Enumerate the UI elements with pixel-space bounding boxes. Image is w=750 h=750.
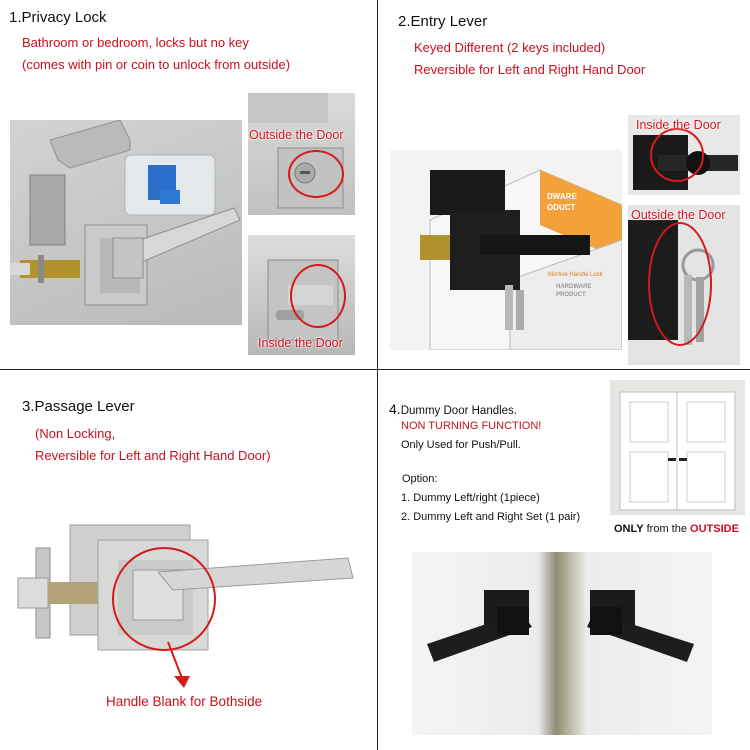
panel3-title: 3.Passage Lever [22, 398, 135, 415]
panel3-number: 3. [22, 398, 35, 415]
panel3-line2: Reversible for Left and Right Hand Door) [35, 448, 271, 463]
panel4-line1: NON TURNING FUNCTION! [401, 420, 542, 432]
entry-inside-label: Inside the Door [636, 118, 721, 132]
panel2-title: 2.Entry Lever [398, 13, 487, 30]
box-brand-2: ODUCT [547, 203, 576, 212]
option-1: 1. Dummy Left/right (1piece) [401, 492, 540, 504]
panel4-title: 4.Dummy Door Handles. [389, 401, 517, 417]
dummy-handles-photo [412, 552, 712, 735]
panel3-title-text: Passage Lever [34, 398, 135, 415]
privacy-outside-label: Outside the Door [249, 128, 344, 142]
entry-lever-photo [390, 150, 622, 350]
caption-mid: from the [643, 523, 691, 535]
panel1-line1: Bathroom or bedroom, locks but no key [22, 35, 249, 50]
box-brand-1: DWARE [547, 192, 577, 201]
box-caption: Mortise Handle Lock [548, 272, 603, 278]
privacy-lock-illustration [10, 120, 241, 306]
outside-caption: ONLY from the OUTSIDE [614, 523, 739, 535]
option-label: Option: [402, 473, 438, 485]
arrow-icon [167, 641, 190, 688]
box-brand-4: PRODUCT [556, 292, 586, 298]
entry-outside-label: Outside the Door [631, 208, 726, 222]
passage-caption: Handle Blank for Bothside [106, 694, 263, 709]
horizontal-divider [0, 369, 750, 370]
entry-outside-circle [648, 222, 712, 346]
panel4-number: 4. [389, 401, 401, 417]
double-door-illustration [610, 380, 745, 515]
panel2-line1: Keyed Different (2 keys included) [414, 40, 606, 55]
panel3-line1: (Non Locking, [35, 426, 116, 441]
panel4-title-text: Dummy Door Handles. [400, 405, 518, 417]
privacy-lock-photo [10, 120, 242, 325]
option-2: 2. Dummy Left and Right Set (1 pair) [401, 511, 581, 523]
entry-lever-illustration [420, 169, 622, 350]
caption-only: ONLY [614, 523, 644, 535]
panel1-line2: (comes with pin or coin to unlock from o… [22, 57, 291, 72]
vertical-divider [377, 0, 378, 750]
panel2-number: 2. [398, 13, 411, 30]
dummy-handles-illustration [427, 590, 694, 662]
caption-outside: OUTSIDE [690, 523, 739, 535]
privacy-inside-label: Inside the Door [258, 336, 343, 350]
panel1-number: 1. [9, 9, 22, 26]
inside-highlight-circle [290, 264, 346, 328]
panel2-line2: Reversible for Left and Right Hand Door [414, 62, 646, 77]
box-brand-3: HARDWARE [556, 284, 592, 290]
panel2-title-text: Entry Lever [410, 13, 488, 30]
blank-highlight-circle [112, 547, 216, 651]
panel1-title-text: Privacy Lock [21, 9, 107, 26]
double-door-photo [610, 380, 745, 515]
entry-inside-circle [650, 128, 704, 182]
outside-highlight-circle [288, 150, 344, 198]
panel1-title: 1.Privacy Lock [9, 9, 107, 26]
panel4-line2: Only Used for Push/Pull. [401, 439, 521, 451]
